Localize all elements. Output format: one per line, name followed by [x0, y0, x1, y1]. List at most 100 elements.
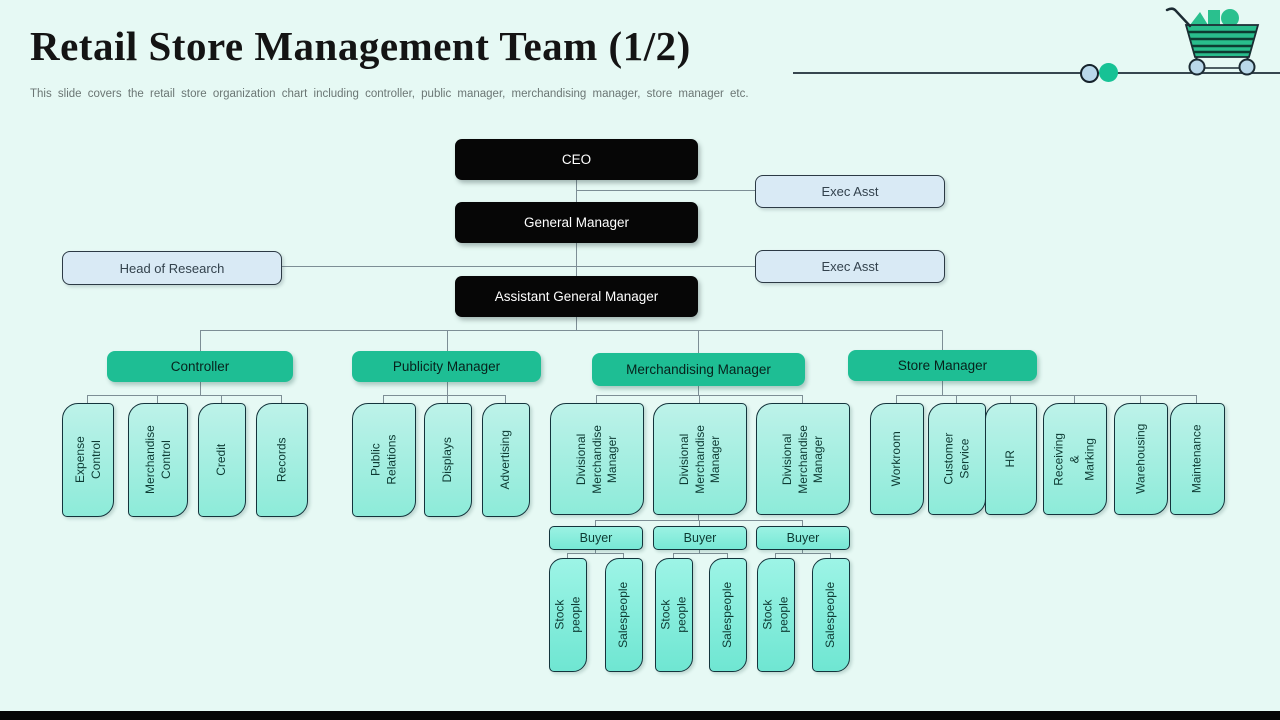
connector-line [775, 553, 776, 558]
connector-line [383, 395, 384, 403]
connector-line [280, 266, 755, 267]
connector-line [576, 190, 755, 191]
page-title: Retail Store Management Team (1/2) [30, 23, 691, 69]
org-node-label: Warehousing [1133, 423, 1148, 495]
connector-line [698, 386, 699, 395]
connector-line [1140, 395, 1141, 403]
org-node-buyer-3: Buyer [756, 526, 850, 550]
org-node-label: Exec Asst [821, 259, 879, 274]
org-node-label: Displays [440, 437, 455, 483]
decorative-circle-blue [1080, 64, 1099, 83]
org-node-label: Salespeople [720, 581, 735, 649]
org-node-warehousing: Warehousing [1114, 403, 1168, 515]
org-node-customer-service: Customer Service [928, 403, 986, 515]
org-node-salespeople-2: Salespeople [709, 558, 747, 672]
org-node-credit: Credit [198, 403, 246, 517]
org-node-maintenance: Maintenance [1170, 403, 1225, 515]
org-node-public-relations: Public Relations [352, 403, 416, 517]
decorative-circle-teal [1099, 63, 1118, 82]
connector-line [383, 395, 505, 396]
org-node-label: Maintenance [1189, 424, 1204, 494]
org-node-label: Buyer [579, 531, 613, 545]
org-node-advertising: Advertising [482, 403, 530, 517]
org-node-label: Advertising [498, 430, 513, 490]
connector-line [775, 553, 830, 554]
org-node-buyer-1: Buyer [549, 526, 643, 550]
org-node-label: General Manager [523, 215, 630, 230]
connector-line [673, 553, 674, 558]
connector-line [698, 330, 699, 353]
connector-line [281, 395, 282, 403]
org-node-label: Divisional Merchandise Manager [779, 424, 825, 494]
connector-line [596, 395, 597, 403]
connector-line [699, 395, 700, 403]
connector-line [956, 395, 957, 403]
org-node-label: Records [274, 437, 289, 483]
org-node-label: Buyer [786, 531, 820, 545]
org-node-receiving-marking: Receiving & Marking [1043, 403, 1107, 515]
org-node-label: Publicity Manager [392, 359, 501, 374]
org-node-salespeople-3: Salespeople [812, 558, 850, 672]
connector-line [699, 548, 700, 553]
org-node-expense-control: Expense Control [62, 403, 114, 517]
org-node-salespeople-1: Salespeople [605, 558, 643, 672]
org-node-label: Stock people [658, 596, 688, 634]
connector-line [200, 330, 201, 351]
connector-line [830, 553, 831, 558]
org-node-label: Divisional Merchandise Manager [573, 424, 619, 494]
connector-line [1074, 395, 1075, 403]
org-node-label: Salespeople [616, 581, 631, 649]
connector-line [942, 330, 943, 350]
org-node-stock-people-2: Stock people [655, 558, 693, 672]
org-node-exec-asst-mid: Exec Asst [755, 250, 945, 283]
connector-line [727, 553, 728, 558]
org-node-label: CEO [561, 152, 592, 167]
org-node-label: Salespeople [823, 581, 838, 649]
org-node-workroom: Workroom [870, 403, 924, 515]
connector-line [505, 395, 506, 403]
connector-line [87, 395, 88, 403]
connector-line [942, 381, 943, 395]
connector-line [802, 548, 803, 553]
bottom-bar [0, 711, 1280, 720]
connector-line [447, 382, 448, 395]
org-node-exec-asst-top: Exec Asst [755, 175, 945, 208]
connector-line [1196, 395, 1197, 403]
connector-line [200, 382, 201, 395]
slide-subtitle: This slide covers the retail store organ… [30, 88, 749, 100]
connector-line [698, 513, 699, 520]
connector-line [567, 553, 623, 554]
org-node-records: Records [256, 403, 308, 517]
connector-line [699, 520, 700, 526]
connector-line [595, 520, 596, 526]
org-node-buyer-2: Buyer [653, 526, 747, 550]
header-divider [793, 72, 1280, 74]
org-node-label: Merchandise Control [142, 425, 173, 495]
org-node-displays: Displays [424, 403, 472, 517]
org-node-label: Assistant General Manager [494, 289, 659, 304]
org-node-label: Public Relations [368, 434, 398, 486]
org-node-label: Divisional Merchandise Manager [676, 424, 722, 494]
org-node-label: Receiving & Marking [1051, 432, 1097, 486]
org-node-label: Buyer [683, 531, 717, 545]
connector-line [447, 330, 448, 351]
org-node-label: Merchandising Manager [626, 362, 771, 377]
connector-line [157, 395, 158, 403]
connector-line [576, 180, 577, 330]
shopping-cart-icon [1165, 7, 1260, 76]
org-node-merchandise-control: Merchandise Control [128, 403, 188, 517]
connector-line [896, 395, 897, 403]
org-node-label: Store Manager [897, 358, 988, 373]
connector-line [567, 553, 568, 558]
connector-line [595, 548, 596, 553]
org-node-label: HR [1003, 450, 1018, 468]
connector-line [802, 395, 803, 403]
org-node-publicity-manager: Publicity Manager [352, 351, 541, 382]
org-node-label: Credit [214, 443, 229, 477]
connector-line [595, 520, 802, 521]
org-node-merchandising-manager: Merchandising Manager [592, 353, 805, 386]
org-node-stock-people-3: Stock people [757, 558, 795, 672]
connector-line [896, 395, 1196, 396]
org-node-hr: HR [985, 403, 1037, 515]
